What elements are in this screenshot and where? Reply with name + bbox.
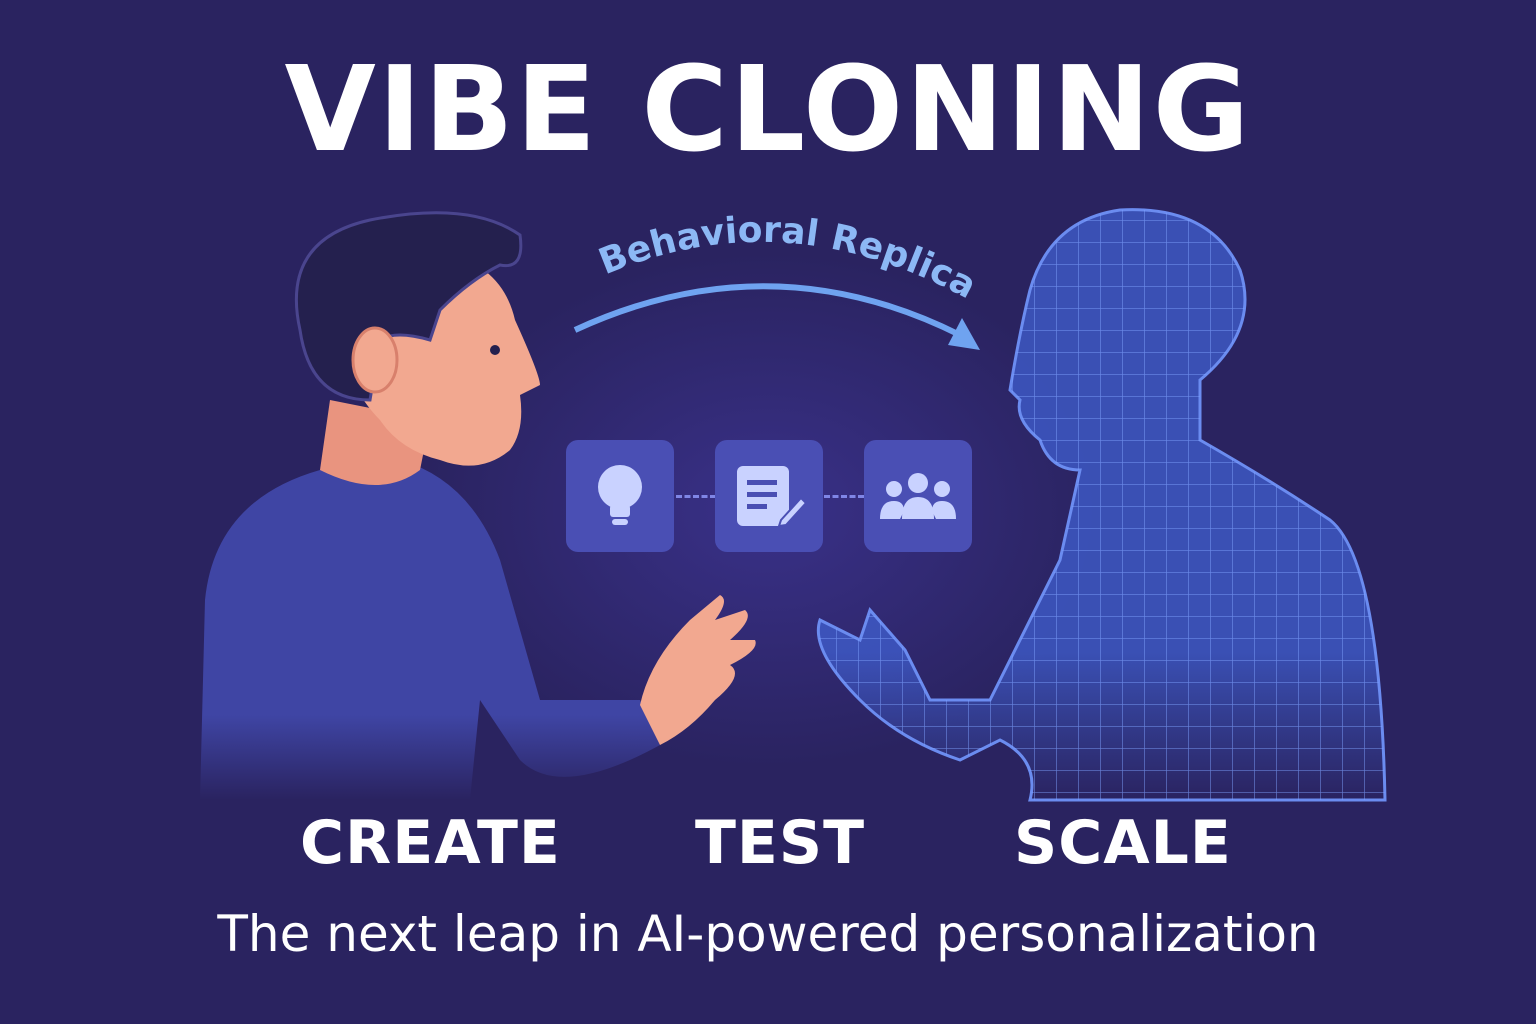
page-title: VIBE CLONING bbox=[284, 40, 1252, 178]
label-create: CREATE bbox=[300, 808, 561, 878]
step-tile-idea bbox=[566, 440, 674, 552]
label-scale: SCALE bbox=[1014, 808, 1232, 878]
arrow-path bbox=[573, 283, 962, 338]
label-test: TEST bbox=[695, 808, 866, 878]
dashed-connector bbox=[676, 495, 716, 498]
step-tile-document bbox=[715, 440, 823, 552]
dashed-connector bbox=[824, 495, 864, 498]
svg-text:Behavioral Replica: Behavioral Replica bbox=[593, 210, 982, 307]
lightbulb-icon bbox=[598, 465, 642, 525]
arrow-label: Behavioral Replica bbox=[593, 210, 982, 307]
arrowhead-icon bbox=[948, 318, 980, 350]
subtitle: The next leap in AI-powered personalizat… bbox=[217, 905, 1319, 963]
step-tile-people bbox=[864, 440, 972, 552]
document-edit-icon bbox=[737, 466, 807, 528]
people-group-icon bbox=[880, 473, 956, 519]
